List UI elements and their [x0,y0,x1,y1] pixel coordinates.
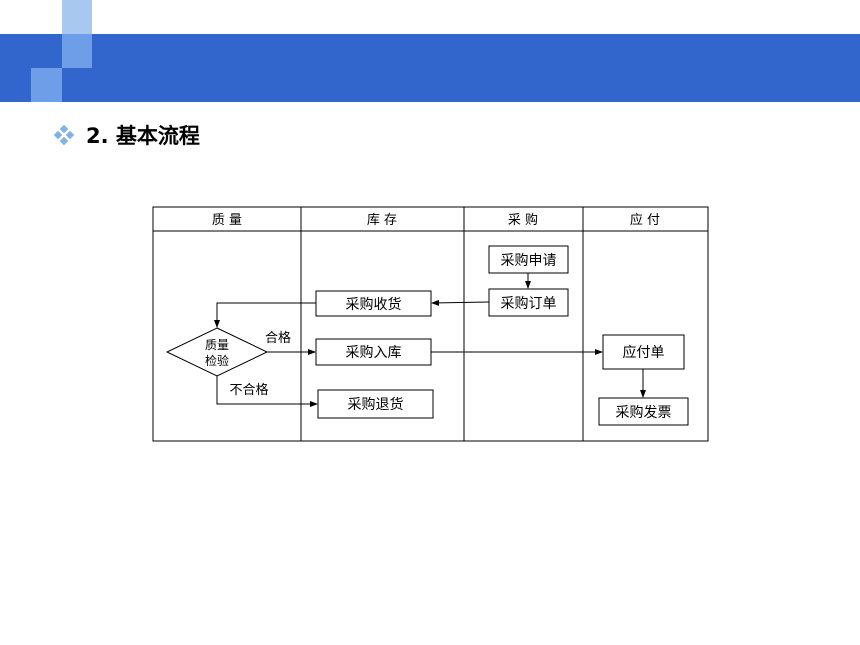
node-quality-check-diamond [165,327,269,377]
decor-square-mid-blue-2 [31,68,62,102]
edge-quality-fail [216,376,318,407]
node-purchase-invoice [598,397,689,426]
node-purchase-order-label: 采购订单 [501,296,557,312]
node-purchase-receipt-label: 采购收货 [346,296,402,313]
node-purchase-return-label: 采购退货 [348,396,404,413]
node-purchase-return [317,389,434,419]
swimlane-frame [152,206,709,442]
node-purchase-warehousing-label: 采购入库 [346,345,402,361]
lane-header-quality: 质 量 [212,213,242,228]
edge-label-fail: 不合格 [229,382,268,398]
lane-header-purchasing: 采 购 [508,212,538,228]
heading-row: 2. 基本流程 [53,120,200,150]
node-purchase-invoice-label: 采购发票 [616,405,672,421]
node-purchase-order [488,288,569,317]
node-purchase-receipt [315,290,432,317]
decor-square-mid-blue [62,34,92,68]
edge-receipt-to-quality [214,302,316,328]
node-purchase-request-label: 采购申请 [501,253,557,269]
lane-header-inventory: 库 存 [367,212,397,228]
header-banner [0,34,860,102]
edge-label-pass: 合格 [265,330,291,346]
node-quality-check-label-2: 检验 [205,353,229,368]
edge-order-to-receipt [431,299,490,306]
decor-square-light-top [62,0,92,34]
node-quality-check-label-1: 质量 [205,338,229,352]
page-title: 2. 基本流程 [86,124,200,148]
lane-header-payable: 应 付 [630,212,660,228]
node-purchase-warehousing [315,338,432,366]
node-payable-bill-label: 应付单 [623,344,665,361]
